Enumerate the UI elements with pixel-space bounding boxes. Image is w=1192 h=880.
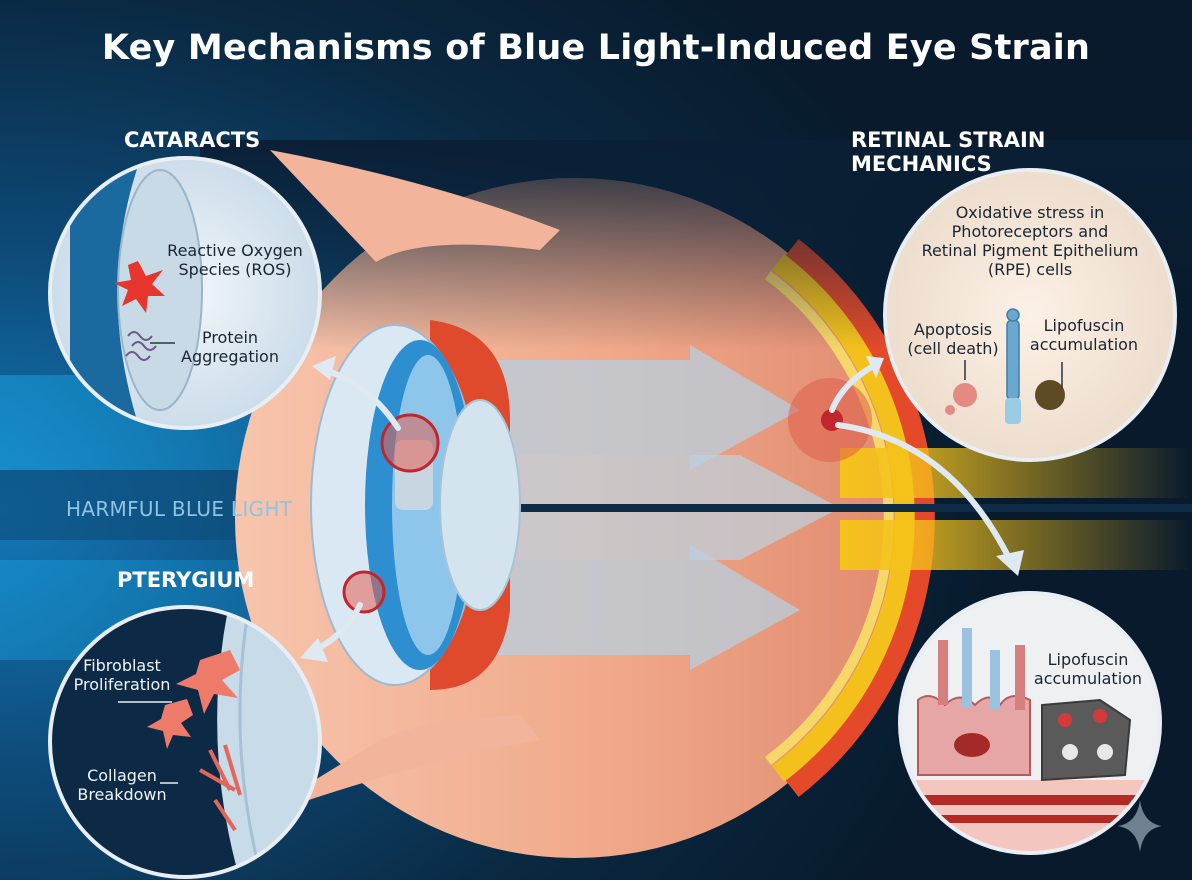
ros-label-line2: Species (ROS) <box>178 259 292 279</box>
detail-lipofuscin-line2: accumulation <box>1033 668 1143 688</box>
lipofuscin-label-line1: Lipofuscin <box>1043 316 1125 335</box>
vacuole-1 <box>1062 744 1078 760</box>
lipofuscin-label-line2: accumulation <box>1029 334 1139 354</box>
ros-burst-icon <box>114 261 165 313</box>
protein-label-line1: Protein <box>201 328 259 347</box>
stress-line-2: Photoreceptors and <box>951 221 1109 241</box>
detail-lipofuscin-line1: Lipofuscin <box>1047 650 1129 669</box>
light-ray-lower <box>470 545 800 670</box>
pterygium-circle-border <box>48 605 322 879</box>
apoptosis-label: Apoptosis (cell death) <box>903 320 1003 359</box>
apoptosis-label-line1: Apoptosis <box>913 320 993 339</box>
cataract-lens <box>117 169 203 411</box>
pterygium-edge <box>238 607 264 877</box>
arrow-to-detail <box>835 422 1013 563</box>
arrow-heads <box>300 356 1024 662</box>
vessel-stripe-2 <box>900 815 1160 823</box>
stress-line-1: Oxidative stress in <box>955 203 1105 222</box>
apoptosis-fragment-icon <box>945 405 955 415</box>
harmful-blue-light-label: HARMFUL BLUE LIGHT <box>66 497 293 521</box>
fibroblast-cell-icon-2 <box>147 699 193 749</box>
ros-label-line1: Reactive Oxygen <box>167 241 303 260</box>
collagen-label: Collagen Breakdown <box>72 766 172 805</box>
cataracts-inset <box>48 156 322 430</box>
page-title: Key Mechanisms of Blue Light-Induced Eye… <box>101 28 1091 68</box>
sparkle-icon <box>1118 800 1162 852</box>
arrowhead-detail <box>996 550 1024 576</box>
protein-label-line2: Aggregation <box>181 346 279 366</box>
fibroblast-label-line1: Fibroblast <box>83 656 161 675</box>
retinal-heading: RETINAL STRAIN MECHANICS <box>851 128 1046 176</box>
collagen-label-line2: Breakdown <box>77 784 167 804</box>
ros-label: Reactive Oxygen Species (ROS) <box>160 241 310 280</box>
vessel-stripe-1 <box>900 795 1160 805</box>
photoreceptor-rods-icon <box>938 628 1025 710</box>
protein-label: Protein Aggregation <box>170 328 290 367</box>
detail-circle-border <box>898 591 1162 855</box>
arrowhead-pterygium <box>300 638 328 662</box>
fibroblast-label-line2: Proliferation <box>73 674 171 694</box>
cataract-marker <box>380 413 440 473</box>
upper-eyelid <box>270 150 560 262</box>
cataracts-heading: CATARACTS <box>124 128 261 152</box>
collagen-fibers-icon <box>199 744 242 832</box>
retinal-inset <box>883 168 1177 462</box>
crystalline-lens <box>439 399 521 611</box>
lipofuscin-spot-1 <box>1058 713 1072 727</box>
fibroblast-label: Fibroblast Proliferation <box>62 656 182 695</box>
arrowhead-cataracts <box>312 356 336 380</box>
lipofuscin-granule-icon <box>1035 380 1065 410</box>
detail-lipofuscin-label: Lipofuscin accumulation <box>1028 650 1148 689</box>
arrow-to-retinal <box>829 365 873 413</box>
collagen-label-line1: Collagen <box>87 766 157 785</box>
vacuole-2 <box>1097 744 1113 760</box>
apoptosis-label-line2: (cell death) <box>907 338 999 358</box>
cataracts-circle-border <box>48 156 322 430</box>
detail-inset <box>898 591 1162 855</box>
cataract-cornea-edge <box>70 160 140 428</box>
lipofuscin-spot-2 <box>1093 709 1107 723</box>
fibroblast-cell-icon <box>176 650 240 714</box>
retinal-circle-border <box>883 168 1177 462</box>
pterygium-heading: PTERYGIUM <box>117 568 255 592</box>
apoptosis-cell-icon <box>953 383 977 407</box>
photoreceptor-cell-icon <box>1005 308 1021 424</box>
stress-line-4: (RPE) cells <box>987 259 1073 279</box>
pterygium-marker <box>342 570 386 614</box>
oxidative-stress-label: Oxidative stress in Photoreceptors and R… <box>895 203 1165 280</box>
light-ray-upper <box>470 345 800 470</box>
lower-eyelid <box>250 715 540 820</box>
rpe-nucleus-icon <box>954 733 990 757</box>
lipofuscin-label: Lipofuscin accumulation <box>1024 316 1144 355</box>
stress-line-3: Retinal Pigment Epithelium <box>921 240 1139 260</box>
protein-aggregation-icon <box>125 331 157 361</box>
arrowhead-retinal <box>866 356 884 378</box>
arrow-to-cataracts <box>322 367 401 431</box>
damaged-rpe-cell-icon <box>1041 698 1132 782</box>
